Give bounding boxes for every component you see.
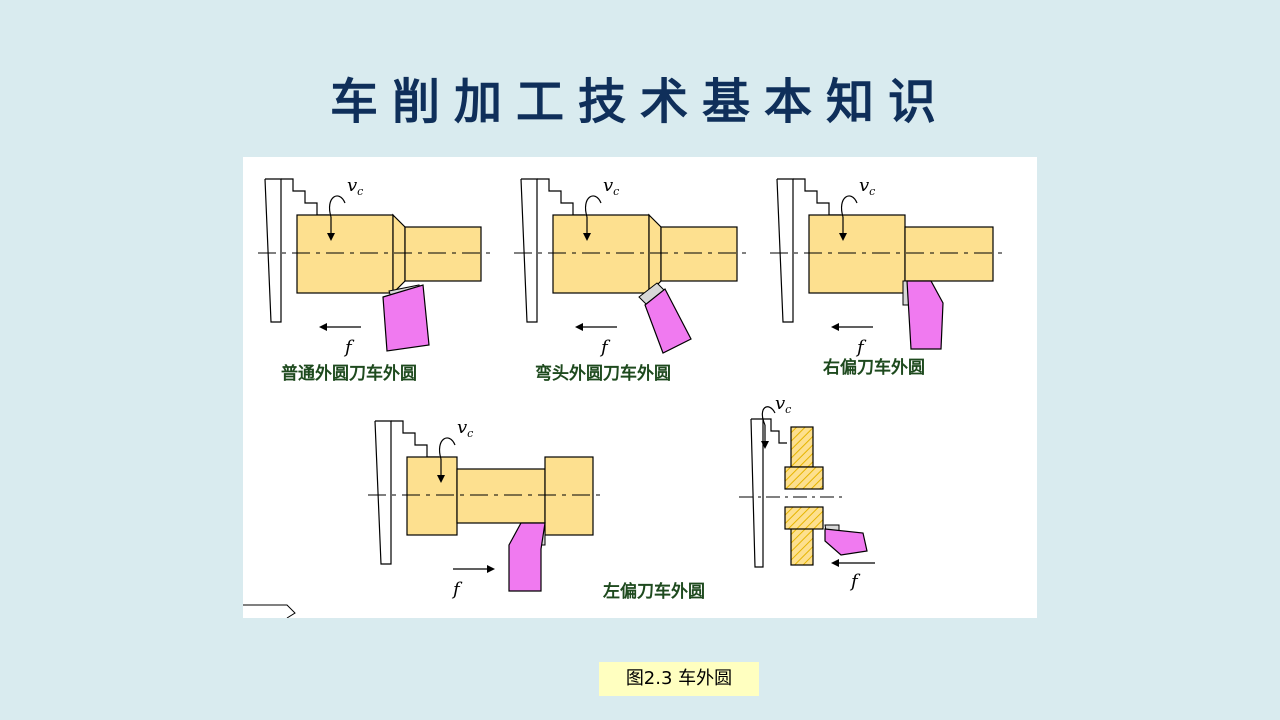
- panel-3: vc f 右偏刀车外圆: [770, 175, 1007, 378]
- panel-2-label: 弯头外圆刀车外圆: [535, 363, 671, 384]
- feed-arrow: [319, 323, 327, 331]
- workpiece-small: [404, 226, 482, 282]
- panel-5: vc f: [739, 393, 875, 592]
- rotation-arrow: [329, 195, 346, 218]
- corner-arrow: [243, 604, 296, 618]
- panel-1: vc f 普通外圆刀车外圆: [258, 175, 491, 384]
- bent-turning-tool: [644, 288, 692, 354]
- slide-title: 车削加工技术基本知识: [329, 74, 950, 130]
- hub-bottom: [790, 524, 814, 566]
- svg-text:f: f: [849, 571, 861, 592]
- rotation-arrowhead: [327, 233, 335, 241]
- workpiece-large: [296, 214, 394, 294]
- web-top: [784, 466, 824, 490]
- facing-tool: [824, 528, 868, 556]
- hub-top: [790, 426, 814, 468]
- chuck-steps: [281, 178, 329, 216]
- panel-3-label: 右偏刀车外圆: [823, 357, 925, 378]
- svg-text:vc: vc: [457, 417, 473, 440]
- figure-caption: 图2.3 车外圆: [599, 662, 759, 696]
- right-offset-tool: [906, 280, 944, 350]
- svg-text:vc: vc: [859, 175, 875, 198]
- workpiece-chamfer: [392, 213, 406, 295]
- svg-text:vc: vc: [603, 175, 619, 198]
- turning-diagram-svg: vc f 普通外圆刀车外圆 vc f 弯头外圆刀车外圆: [243, 175, 1007, 618]
- panel-4: vc f 左偏刀车外圆: [368, 417, 705, 602]
- svg-text:f: f: [451, 579, 463, 600]
- panel-4-label: 左偏刀车外圆: [603, 581, 705, 602]
- svg-text:vc: vc: [775, 393, 791, 416]
- web-bottom: [784, 506, 824, 530]
- feed-symbol: f: [343, 337, 355, 358]
- left-offset-tool: [508, 522, 546, 592]
- turning-tool: [382, 284, 430, 352]
- panel-1-label: 普通外圆刀车外圆: [281, 363, 417, 384]
- svg-text:f: f: [855, 337, 867, 358]
- svg-text:f: f: [599, 337, 611, 358]
- turning-illustration: vc f 普通外圆刀车外圆 vc f 弯头外圆刀车外圆: [243, 157, 1037, 618]
- chuck-jaw: [264, 178, 282, 323]
- panel-2: vc f 弯头外圆刀车外圆: [514, 175, 747, 384]
- vc-symbol: vc: [347, 175, 363, 198]
